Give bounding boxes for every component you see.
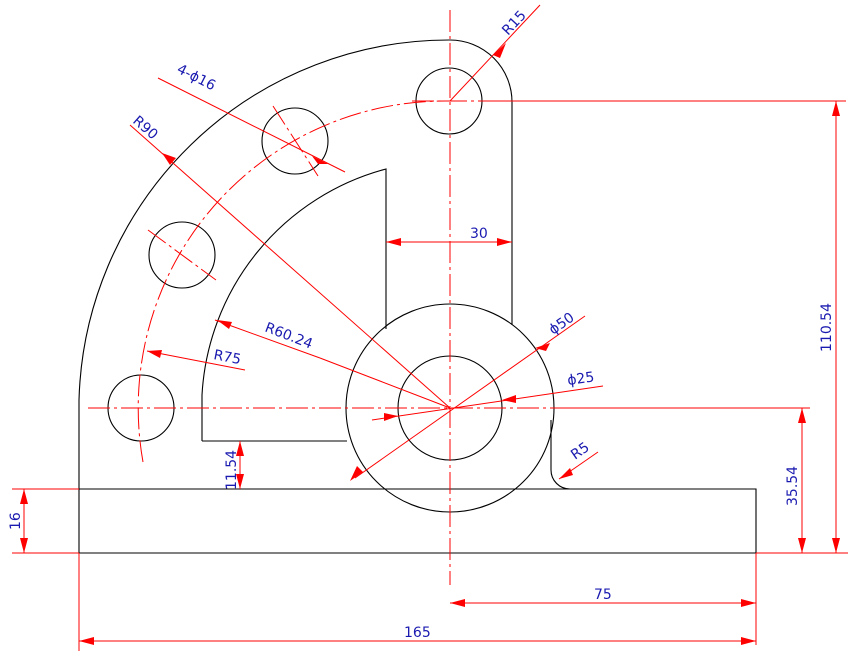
dimension-labels: R15 4-ϕ16 R90 30 ϕ50 R60.24 R75 ϕ25 R5 1… <box>8 8 835 641</box>
phi50-arrow-b <box>350 466 363 481</box>
w165-arrow-right <box>741 637 756 645</box>
label-w75: 75 <box>594 587 612 603</box>
r15-leader <box>449 4 541 102</box>
label-phi25: ϕ25 <box>566 369 595 389</box>
h3554-arrow-bottom <box>798 538 806 553</box>
inner-cutout <box>201 168 387 442</box>
h1154-arrow-top <box>236 441 244 456</box>
outer-fan-arc <box>78 39 451 489</box>
holes-arrow <box>312 156 328 164</box>
r75-arrow <box>147 350 162 358</box>
center-lines <box>88 10 565 585</box>
r15-arrow <box>493 43 506 58</box>
label-h3554: 35.54 <box>785 466 801 506</box>
h1154-arrow-bottom <box>236 474 244 489</box>
bolt-hole-3 <box>261 107 329 175</box>
phi25-arrow-b <box>384 413 398 421</box>
phi50-arrow-a <box>535 343 550 351</box>
holes-leader <box>157 77 346 173</box>
w165-arrow-left <box>79 637 94 645</box>
label-h11054: 110.54 <box>819 303 835 352</box>
w75-arrow-right <box>741 599 756 607</box>
w75-arrow-left <box>450 599 465 607</box>
label-phi50: ϕ50 <box>546 310 577 339</box>
h3554-arrow-top <box>798 408 806 423</box>
phi50-leader <box>354 315 586 479</box>
part-outline <box>78 39 757 554</box>
h16-arrow-top <box>20 489 28 504</box>
h11054-arrow-bottom <box>832 538 840 553</box>
label-h16: 16 <box>8 512 24 530</box>
label-r90: R90 <box>129 113 160 143</box>
label-r75: R75 <box>212 347 242 368</box>
r5-arrow <box>559 468 573 479</box>
h11054-arrow-top <box>832 101 840 116</box>
r60-arrow <box>217 320 232 329</box>
r90-leader <box>129 124 451 409</box>
bolt-hole-2 <box>148 221 216 289</box>
label-w165: 165 <box>404 625 431 641</box>
r60-leader-b <box>214 319 321 359</box>
bolt-circle-arc <box>137 100 451 463</box>
r15-top-corner <box>449 39 513 325</box>
phi25-leader <box>371 385 604 421</box>
label-h1154: 11.54 <box>224 450 240 490</box>
h16-arrow-bottom <box>20 538 28 553</box>
r5-fillet <box>550 420 571 490</box>
label-r5: R5 <box>568 439 592 463</box>
label-r15: R15 <box>499 8 529 39</box>
hole-3-centerline <box>272 105 319 177</box>
phi25-arrow-a <box>502 395 516 403</box>
label-width-30: 30 <box>470 226 488 242</box>
r75-leader <box>146 350 246 371</box>
label-r60: R60.24 <box>263 320 315 353</box>
width-30-arrow-right <box>497 238 512 246</box>
r60-leader <box>319 357 451 409</box>
base-plate <box>78 488 757 554</box>
dimension-lines <box>12 4 848 651</box>
r90-arrow <box>162 153 176 165</box>
hole-2-centerline <box>147 229 217 281</box>
width-30-arrow-left <box>386 238 401 246</box>
